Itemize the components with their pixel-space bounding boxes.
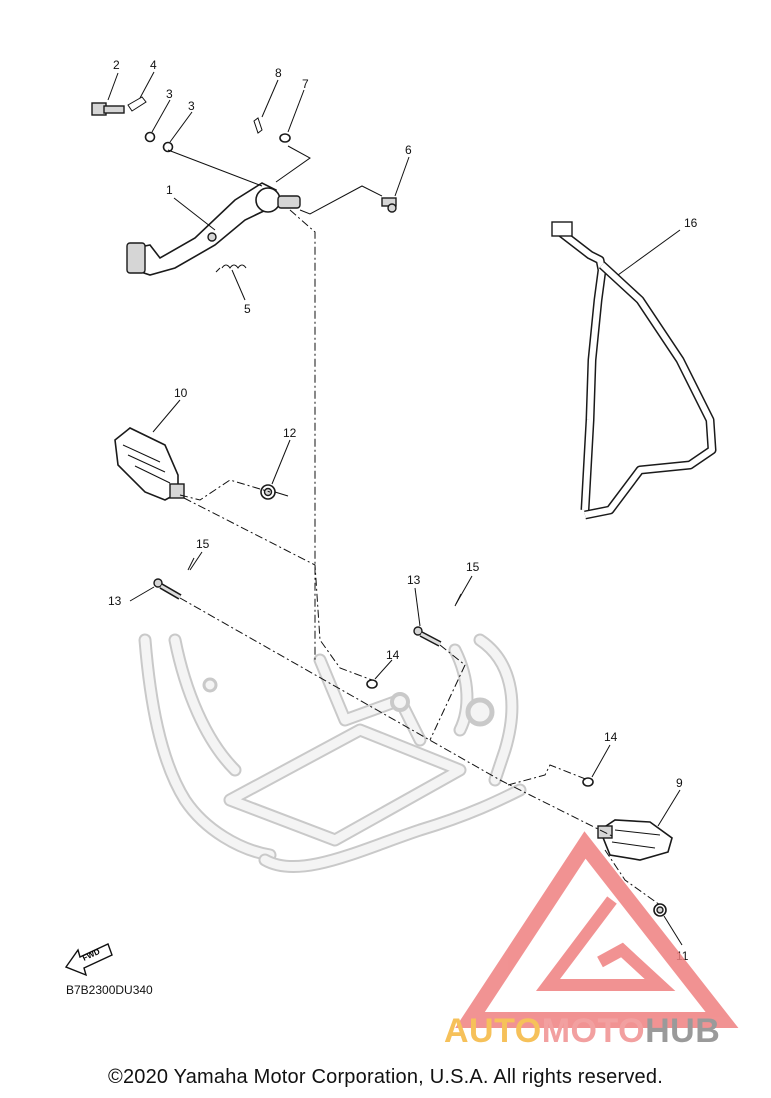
right-footpeg-part (597, 819, 673, 861)
automotohub-watermark: AUTOMOTOHUB (444, 1012, 720, 1051)
washer-part-c (279, 133, 291, 143)
callout-7: 7 (302, 77, 309, 91)
automotohub-logo-icon (455, 831, 739, 1028)
left-footpeg-part (114, 427, 185, 501)
callout-labels: 1 2 3 3 4 5 6 7 8 9 10 11 12 13 13 14 14… (108, 58, 698, 963)
callout-2: 2 (113, 58, 120, 72)
assembly-lines (179, 209, 661, 906)
stand-part (551, 221, 717, 520)
callout-3b: 3 (188, 99, 195, 113)
copyright-notice: ©2020 Yamaha Motor Corporation, U.S.A. A… (108, 1066, 663, 1088)
callout-6: 6 (405, 143, 412, 157)
bolt-part-13b (413, 626, 442, 647)
clip-part (127, 96, 147, 112)
callout-8: 8 (275, 66, 282, 80)
callout-3a: 3 (166, 87, 173, 101)
frame-ghost (138, 633, 527, 874)
callout-10: 10 (174, 386, 188, 400)
spring-part (215, 264, 247, 273)
callout-9: 9 (676, 776, 683, 790)
watermark-auto: AUTO (444, 1012, 542, 1050)
washer-part-14b (582, 777, 594, 787)
diagram-code: B7B2300DU340 (66, 983, 153, 997)
fwd-arrow-icon: FWD (64, 943, 113, 977)
washer-part-14a (366, 679, 378, 689)
pin-part (253, 117, 263, 134)
adjuster-bolt-part (91, 102, 125, 116)
leader-lines (107, 71, 683, 946)
callout-12: 12 (283, 426, 297, 440)
callout-14a: 14 (386, 648, 400, 662)
footpeg-spring-part-right (653, 903, 667, 917)
brake-pedal-part (126, 182, 301, 276)
callout-14b: 14 (604, 730, 618, 744)
bolt-part-13a (153, 578, 182, 600)
watermark-hub: HUB (645, 1012, 721, 1050)
washer-part-a (144, 131, 156, 143)
callout-1: 1 (166, 183, 173, 197)
footpeg-spring-part-left (260, 484, 289, 500)
callout-15a: 15 (196, 537, 210, 551)
watermark-moto: MOTO (541, 1012, 646, 1050)
callout-13a: 13 (108, 594, 122, 608)
callout-15b: 15 (466, 560, 480, 574)
callout-5: 5 (244, 302, 251, 316)
callout-4: 4 (150, 58, 157, 72)
bolt-part-6 (381, 197, 397, 213)
callout-16: 16 (684, 216, 698, 230)
washer-part-b (162, 141, 174, 153)
callout-13b: 13 (407, 573, 421, 587)
cotter-pin-part-a (187, 557, 195, 571)
